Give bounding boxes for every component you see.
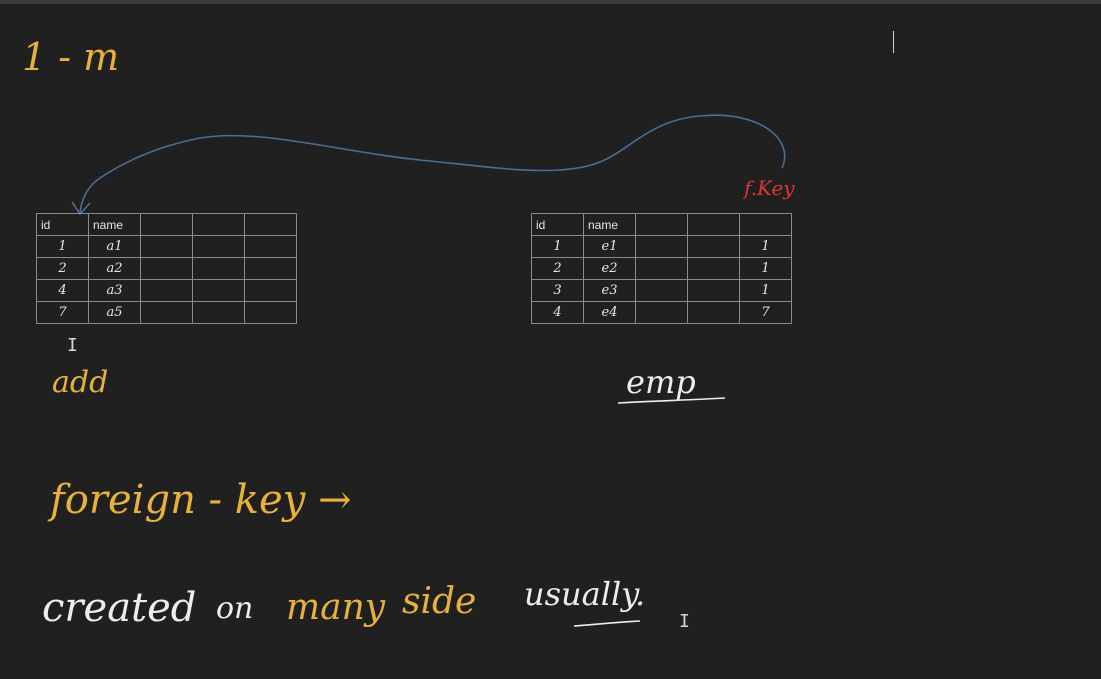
table-cell xyxy=(192,301,245,324)
table-cell: 1 xyxy=(36,235,89,258)
table-cell: 1 xyxy=(531,235,584,258)
table-cell: 4 xyxy=(36,279,89,302)
table-cell: 7 xyxy=(36,301,89,324)
table-cell: a5 xyxy=(88,301,141,324)
add-table-caption: add xyxy=(52,365,109,400)
table-cell xyxy=(687,235,740,258)
table-row: 7 a5 xyxy=(36,301,297,324)
table-cell xyxy=(244,279,297,302)
text-cursor-icon: I xyxy=(679,611,690,632)
table-row: 4 e4 7 xyxy=(531,301,792,324)
table-row: 4 a3 xyxy=(36,279,297,302)
table-cell: e2 xyxy=(583,257,636,280)
header-cell xyxy=(192,213,245,236)
table-cell xyxy=(687,279,740,302)
table-cell xyxy=(635,279,688,302)
header-cell: name xyxy=(88,213,141,236)
page-title: 1 - m xyxy=(22,35,120,79)
table-cell xyxy=(687,257,740,280)
add-table: id name 1 a1 2 a2 4 a3 7 xyxy=(36,213,297,324)
header-cell xyxy=(244,213,297,236)
table-cell xyxy=(140,257,193,280)
note-word-created: created xyxy=(42,585,197,631)
table-cell: e1 xyxy=(583,235,636,258)
table-cell: a3 xyxy=(88,279,141,302)
header-cell: id xyxy=(36,213,89,236)
table-cell xyxy=(192,257,245,280)
table-cell xyxy=(244,301,297,324)
table-row: 2 e2 1 xyxy=(531,257,792,280)
table-cell xyxy=(140,301,193,324)
table-cell xyxy=(244,257,297,280)
text-cursor-icon: I xyxy=(67,335,78,356)
table-header-row: id name xyxy=(531,213,792,236)
text-caret xyxy=(893,31,894,53)
table-cell: 1 xyxy=(739,279,792,302)
table-row: 3 e3 1 xyxy=(531,279,792,302)
table-cell: 2 xyxy=(531,257,584,280)
header-cell xyxy=(739,213,792,236)
table-cell xyxy=(687,301,740,324)
table-cell: 2 xyxy=(36,257,89,280)
table-cell: 1 xyxy=(739,235,792,258)
table-cell xyxy=(635,257,688,280)
table-cell: 7 xyxy=(739,301,792,324)
header-cell: name xyxy=(583,213,636,236)
table-cell: 3 xyxy=(531,279,584,302)
relation-arrow-curve xyxy=(79,114,786,213)
table-row: 1 a1 xyxy=(36,235,297,258)
table-cell: 4 xyxy=(531,301,584,324)
header-cell xyxy=(140,213,193,236)
table-row: 2 a2 xyxy=(36,257,297,280)
table-cell xyxy=(140,279,193,302)
note-word-on: on xyxy=(216,591,254,626)
emp-table: id name 1 e1 1 2 e2 1 3 e3 1 4 xyxy=(531,213,792,324)
note-word-usually: usually. xyxy=(524,575,646,613)
usually-underline xyxy=(573,620,641,627)
table-cell: a2 xyxy=(88,257,141,280)
foreign-key-note: foreign - key → xyxy=(50,477,352,523)
table-cell xyxy=(192,279,245,302)
table-row: 1 e1 1 xyxy=(531,235,792,258)
foreign-key-label: f.Key xyxy=(744,176,795,200)
note-word-many: many xyxy=(286,587,386,628)
table-cell xyxy=(192,235,245,258)
header-cell xyxy=(635,213,688,236)
table-cell xyxy=(635,235,688,258)
note-word-side: side xyxy=(402,581,477,622)
table-cell: e4 xyxy=(583,301,636,324)
table-header-row: id name xyxy=(36,213,297,236)
window-top-border xyxy=(0,0,1101,4)
header-cell: id xyxy=(531,213,584,236)
table-cell: a1 xyxy=(88,235,141,258)
emp-caption-underline xyxy=(617,397,726,404)
table-cell xyxy=(635,301,688,324)
emp-table-caption: emp xyxy=(626,363,696,401)
table-cell: 1 xyxy=(739,257,792,280)
table-cell xyxy=(140,235,193,258)
header-cell xyxy=(687,213,740,236)
table-cell xyxy=(244,235,297,258)
table-cell: e3 xyxy=(583,279,636,302)
